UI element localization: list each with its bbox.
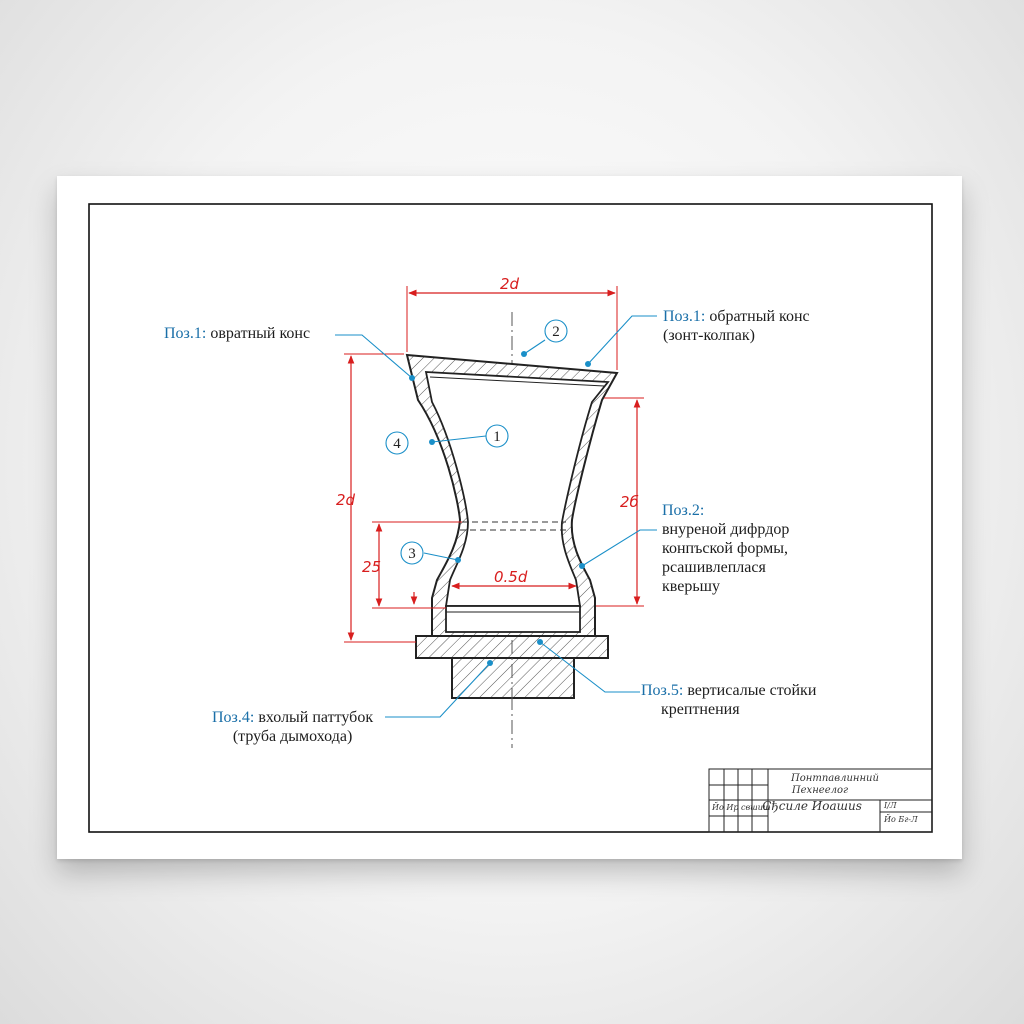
callout-pos4-number: Поз.4: [212, 709, 255, 726]
leader-dots [409, 351, 591, 666]
dim-inner-width-label: 0.5d [494, 568, 528, 586]
svg-text:2: 2 [552, 324, 560, 340]
leader-lines [335, 315, 657, 718]
callout-pos5-text2: крептнения [661, 701, 740, 718]
balloon-2: 2 [544, 319, 568, 343]
callout-pos2-line1: внуреной дифрдор [662, 521, 790, 538]
callout-pos1-left-number: Поз.1: [164, 325, 207, 342]
svg-text:3: 3 [408, 546, 416, 562]
inlet-pipe [451, 657, 575, 699]
lower-ring [445, 605, 581, 633]
title-block-right-note: Йо Бг-Л [883, 814, 918, 824]
dim-left-height-label: 2d [336, 491, 356, 509]
dim-right-height-label: 2б [620, 493, 639, 511]
balloon-4: 4 [385, 431, 409, 455]
callout-pos2-number: Поз.2: [662, 502, 705, 519]
title-block [708, 768, 933, 833]
title-block-right-top: I/Л [883, 801, 897, 810]
callout-pos1-left-text: овратный конс [210, 325, 311, 342]
technical-drawing: 2d 2d 2б 25 0.5d [88, 203, 933, 833]
dim-lower-height-label: 25 [362, 558, 381, 576]
callout-pos5-number: Поз.5: [641, 682, 684, 699]
balloon-3: 3 [400, 541, 424, 565]
callout-pos2-line3: рсашивлеплася [662, 559, 766, 576]
title-block-line2: Пехнеелог [791, 785, 848, 796]
balloon-1: 1 [485, 424, 509, 448]
dim-top-width-label: 2d [500, 275, 520, 293]
dimension-left-height: 2d [336, 353, 416, 643]
svg-text:1: 1 [493, 429, 501, 445]
callout-pos1-left: Поз.1: овратный конс [164, 324, 310, 343]
dimension-lower-height: 25 [362, 521, 462, 609]
title-block-signature: Сђсиле Иоашиs [762, 799, 862, 813]
dimension-top-width: 2d [406, 275, 618, 370]
title-block-line1: Понтпавлинний [790, 773, 879, 784]
drawing-sheet: 2d 2d 2б 25 0.5d [57, 176, 962, 859]
callout-pos1-right-number: Поз.1: [663, 308, 706, 325]
dimension-right-height: 2б [596, 397, 644, 607]
callout-pos2: Поз.2: внуреной дифрдор конпъской формы,… [662, 501, 789, 596]
title-block-left-note: Йо Ир свшиш [711, 802, 771, 812]
callout-pos4-text: вхолый паттубок [258, 709, 374, 726]
svg-text:4: 4 [393, 436, 401, 452]
callout-pos1-right-text2: (зонт-колпак) [663, 327, 755, 344]
callout-pos5-text: вертисалые стойки [687, 682, 817, 699]
drawing-frame [88, 203, 933, 833]
dimension-inner-width: 0.5d [451, 568, 577, 590]
callout-pos2-line4: кверьшу [662, 578, 720, 595]
callout-pos1-right-text: обратный конс [709, 308, 810, 325]
callout-pos1-right: Поз.1: обратный конс (зонт-колпак) [663, 307, 810, 345]
callout-pos2-line2: конпъской формы, [662, 540, 788, 557]
callout-pos4: Поз.4: вхолый паттубок (труба дымохода) [212, 708, 373, 746]
callout-pos5: Поз.5: вертисалые стойки крептнения [641, 681, 816, 719]
callout-pos4-text2: (труба дымохода) [232, 728, 353, 745]
